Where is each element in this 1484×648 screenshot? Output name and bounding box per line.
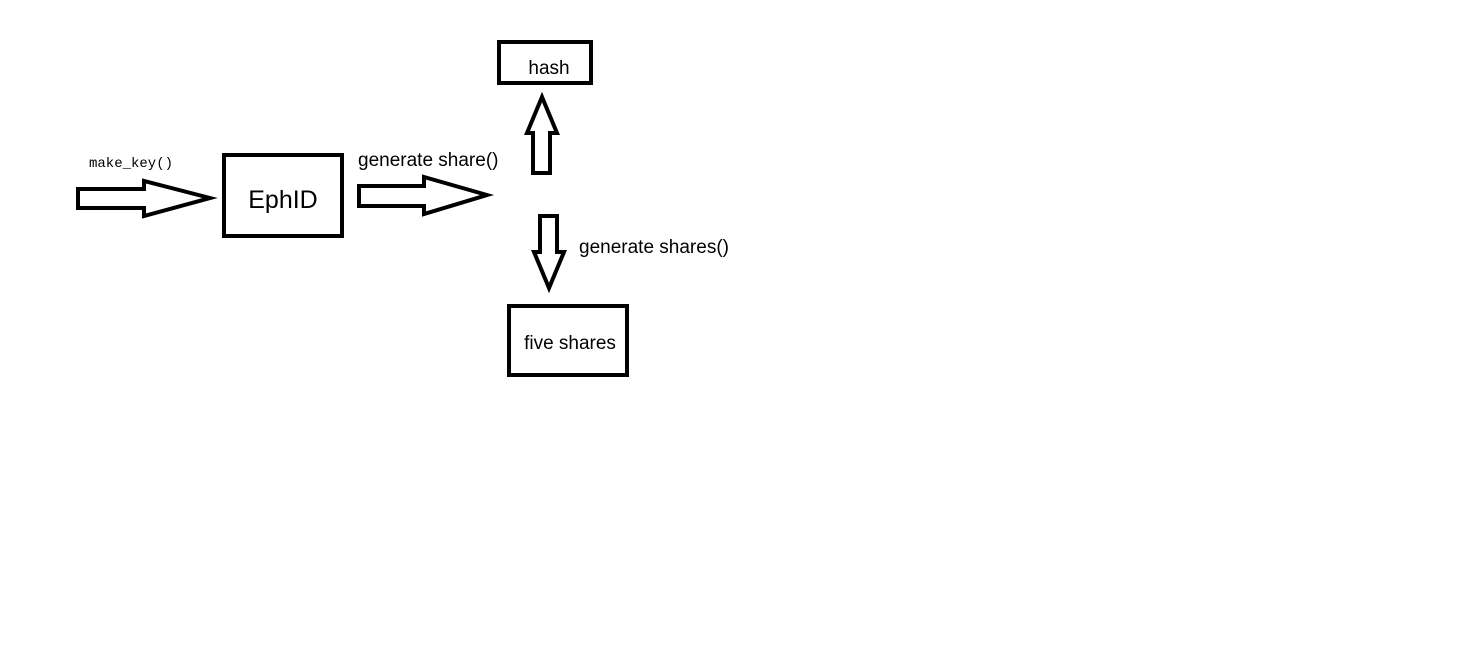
ephid-node: EphID: [222, 153, 344, 238]
hash-node: hash: [497, 40, 593, 85]
generate-shares-label: generate shares(): [579, 237, 729, 258]
down-to-shares-arrow: [531, 214, 567, 294]
make-key-arrow: [76, 178, 218, 219]
hash-label: hash: [528, 58, 569, 79]
ephid-box: [222, 153, 344, 238]
generate-share-label: generate share(): [358, 150, 498, 171]
hash-box: [497, 40, 593, 85]
up-to-hash-arrow: [524, 91, 560, 175]
ephid-label: EphID: [248, 186, 317, 214]
generate-share-arrow: [357, 174, 495, 217]
five-shares-node: five shares: [507, 304, 629, 377]
make-key-label: make_key(): [89, 156, 173, 172]
five-shares-box: [507, 304, 629, 377]
five-shares-label: five shares: [524, 333, 616, 354]
